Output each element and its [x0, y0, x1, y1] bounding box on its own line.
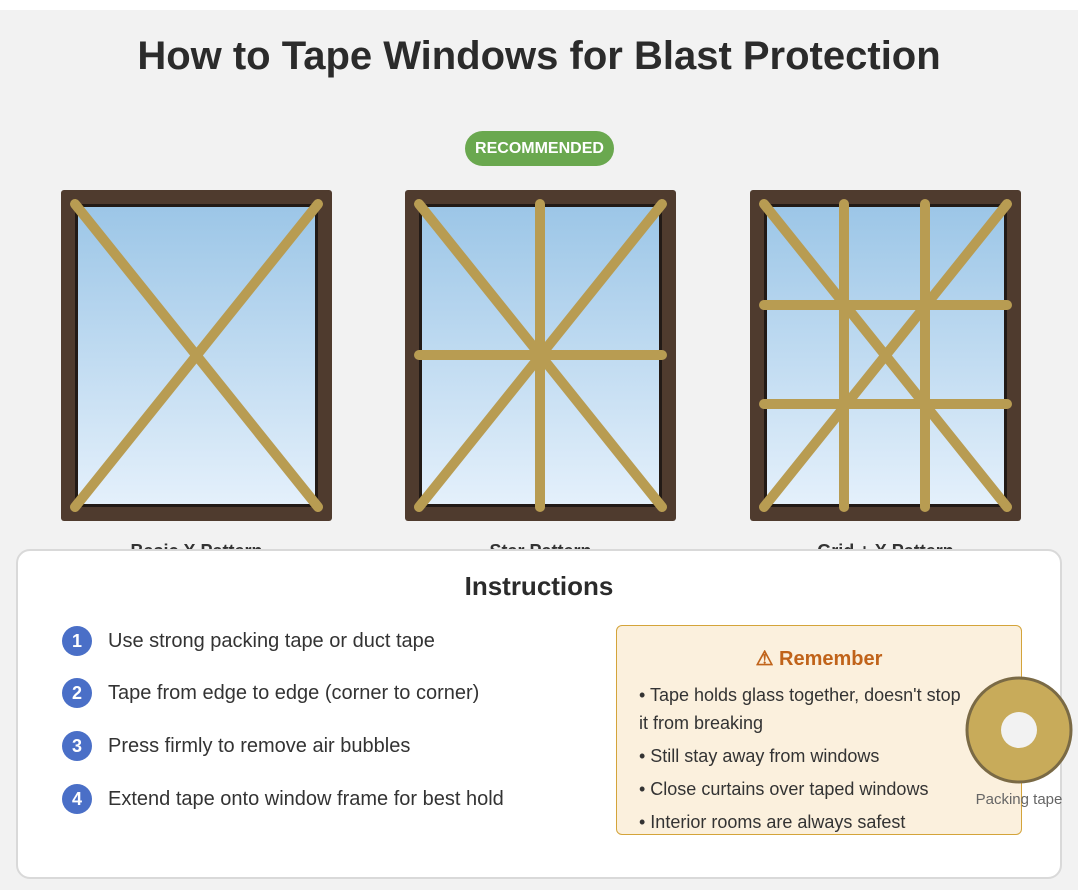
tape-roll-icon [965, 676, 1073, 784]
step-number-badge: 4 [62, 784, 92, 814]
remember-item: • Still stay away from windows [639, 746, 880, 766]
instruction-step: 4 Extend tape onto window frame for best… [62, 784, 504, 814]
instruction-step: 2 Tape from edge to edge (corner to corn… [62, 678, 479, 708]
window-basic-x [61, 190, 332, 521]
instructions-card: Instructions 1 Use strong packing tape o… [16, 549, 1062, 879]
recommended-badge: RECOMMENDED [465, 131, 614, 166]
instruction-step: 1 Use strong packing tape or duct tape [62, 626, 435, 656]
remember-box: ⚠ Remember • Tape holds glass together, … [616, 625, 1022, 835]
remember-list: • Tape holds glass together, doesn't sto… [639, 681, 969, 841]
instructions-title: Instructions [464, 571, 614, 601]
remember-title: ⚠ Remember [755, 648, 883, 670]
step-text: Extend tape onto window frame for best h… [108, 787, 504, 810]
step-number-badge: 3 [62, 731, 92, 761]
page-title: How to Tape Windows for Blast Protection [137, 34, 941, 78]
tape-strip [759, 199, 1012, 512]
instruction-step: 3 Press firmly to remove air bubbles [62, 731, 410, 761]
tape-roll-label: Packing tape [975, 791, 1063, 808]
step-text: Press firmly to remove air bubbles [108, 734, 411, 757]
window-grid-x [750, 190, 1021, 521]
tape-strip [70, 199, 323, 512]
step-text: Use strong packing tape or duct tape [108, 629, 435, 652]
remember-item: • Close curtains over taped windows [639, 779, 929, 799]
step-text: Tape from edge to edge (corner to corner… [108, 681, 480, 704]
step-number-badge: 1 [62, 626, 92, 656]
remember-item: • Interior rooms are always safest [639, 812, 906, 832]
step-number-badge: 2 [62, 678, 92, 708]
remember-item: • Tape holds glass together, doesn't sto… [639, 685, 961, 733]
window-star [405, 190, 676, 521]
